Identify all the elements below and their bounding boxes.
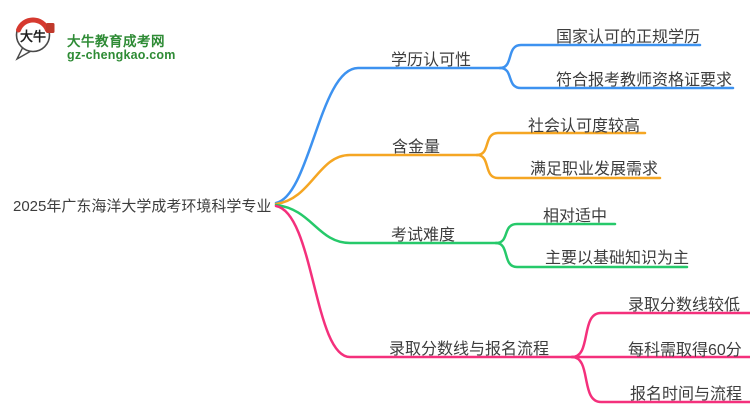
branch-2-child-1-line — [475, 131, 647, 157]
branch-3-child-2: 主要以基础知识为主 — [545, 250, 690, 267]
site-title: 大牛教育成考网 — [67, 34, 165, 49]
central-topic: 2025年广东海洋大学成考环境科学专业 — [13, 198, 272, 215]
branch-2-child-2-line — [475, 153, 662, 180]
logo-red-arc — [16, 17, 50, 33]
site-logo: 大牛 大牛教育成考网 gz-chengkao.com — [12, 10, 202, 62]
logo-mark-text: 大牛 — [20, 29, 46, 44]
branch-2-child-1: 社会认可度较高 — [528, 118, 641, 135]
branch-4-child-1: 录取分数线较低 — [628, 297, 741, 314]
branch-2-lines — [274, 131, 662, 206]
branch-2-main-line — [274, 153, 479, 206]
branch-1-child-2-line — [498, 66, 735, 90]
branch-4-child-3: 报名时间与流程 — [630, 386, 743, 403]
branch-3-child-2-line — [494, 241, 689, 269]
branch-3-label: 考试难度 — [391, 227, 456, 244]
branch-4-child-2: 每科需取得60分 — [628, 342, 742, 359]
branch-1-child-1: 国家认可的正规学历 — [556, 29, 701, 46]
branch-2-child-2: 满足职业发展需求 — [530, 161, 659, 178]
logo-seal — [46, 23, 55, 33]
branch-1-child-2: 符合报考教师资格证要求 — [556, 72, 733, 89]
branch-3-child-1-line — [494, 222, 617, 245]
branch-1-lines — [274, 43, 735, 205]
branch-3-child-1: 相对适中 — [543, 208, 608, 225]
daniu-logo-icon: 大牛 — [15, 17, 55, 61]
branch-4-label: 录取分数线与报名流程 — [389, 341, 550, 358]
branch-1-label: 学历认可性 — [391, 52, 472, 69]
branch-2-label: 含金量 — [392, 139, 441, 156]
branch-3-lines — [274, 203, 689, 269]
site-url: gz-chengkao.com — [67, 48, 176, 62]
branch-4-main-line — [274, 204, 574, 359]
branch-4-lines — [274, 204, 750, 404]
branch-3-main-line — [274, 203, 498, 245]
branch-1-main-line — [274, 66, 502, 205]
branch-1-child-1-line — [498, 43, 702, 70]
branch-4-child-3-line — [570, 355, 750, 404]
branch-4-child-1-line — [570, 311, 750, 359]
